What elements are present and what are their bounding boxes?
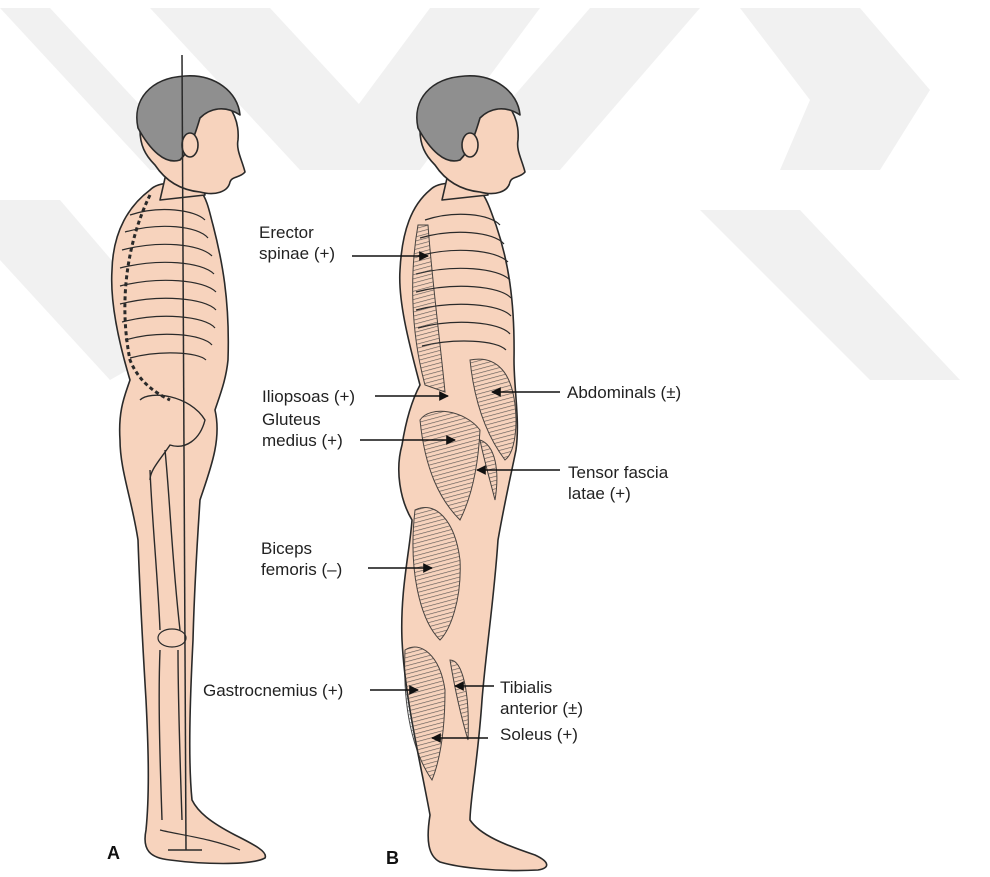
figure-a-body [112, 76, 266, 864]
label-gluteus-line2: medius (+) [262, 430, 343, 451]
label-gastrocnemius: Gastrocnemius (+) [203, 680, 343, 701]
label-biceps-line1: Biceps [261, 538, 342, 559]
label-erector-line2: spinae (+) [259, 243, 335, 264]
label-gluteus-line1: Gluteus [262, 409, 343, 430]
label-tibialis-anterior: Tibialis anterior (±) [500, 677, 583, 719]
panel-label-b: B [386, 848, 399, 869]
label-biceps-line2: femoris (–) [261, 559, 342, 580]
label-iliopsoas: Iliopsoas (+) [262, 386, 355, 407]
label-erector-spinae: Erector spinae (+) [259, 222, 335, 264]
label-gluteus-medius: Gluteus medius (+) [262, 409, 343, 451]
label-abdominals: Abdominals (±) [567, 382, 681, 403]
label-tensor-line2: latae (+) [568, 483, 668, 504]
label-tibialis-line1: Tibialis [500, 677, 583, 698]
panel-label-a: A [107, 843, 120, 864]
label-erector-line1: Erector [259, 222, 335, 243]
label-tibialis-line2: anterior (±) [500, 698, 583, 719]
label-tensor-line1: Tensor fascia [568, 462, 668, 483]
label-biceps-femoris: Biceps femoris (–) [261, 538, 342, 580]
label-tensor-fascia-latae: Tensor fascia latae (+) [568, 462, 668, 504]
label-soleus: Soleus (+) [500, 724, 578, 745]
